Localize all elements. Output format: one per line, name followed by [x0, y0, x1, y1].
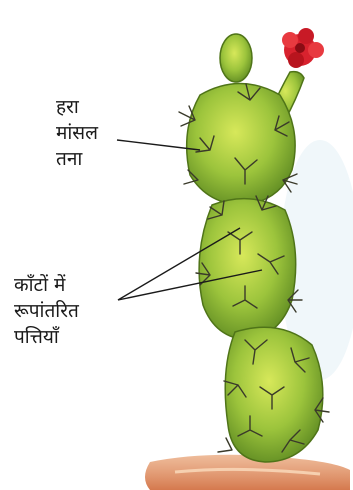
stem-pad-top: [187, 84, 295, 206]
stem-label-line-1: हरा: [56, 94, 98, 120]
stem-label-line-3: तना: [56, 146, 98, 172]
spines-label-line-1: काँटों में: [14, 272, 79, 298]
spines-label-line-3: पत्तियाँ: [14, 324, 79, 350]
stem-label-line-2: मांसल: [56, 120, 98, 146]
spines-label-line-2: रूपांतरित: [14, 298, 79, 324]
stem-label: हरा मांसल तना: [56, 94, 98, 172]
cactus-bud: [220, 34, 252, 82]
stem-pad-bottom: [225, 327, 323, 462]
spines-label: काँटों में रूपांतरित पत्तियाँ: [14, 272, 79, 350]
stem-pad-middle: [199, 199, 296, 340]
flower-icon: [282, 28, 324, 68]
